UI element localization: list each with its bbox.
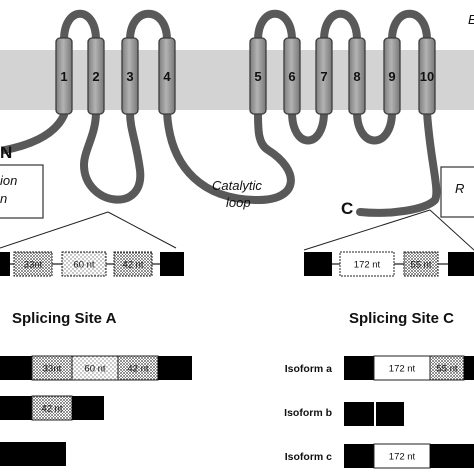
catalytic-label-line2: loop [226, 195, 251, 210]
isoform-b-label: Isoform b [284, 407, 332, 419]
n-terminal-tail [1, 111, 68, 154]
catalytic-loop [163, 108, 295, 205]
helix-6 [283, 37, 301, 115]
helix-7 [315, 37, 333, 115]
helix-label-8: 8 [353, 69, 360, 84]
site-c-exon-55: 55 nt [410, 260, 431, 271]
site-a-isoform-1: 33nt 60 nt 42 nt [0, 355, 192, 381]
left-box-line2: n [0, 191, 7, 206]
helix-10 [418, 37, 436, 115]
site-a-iso1-exon-42: 42 nt [127, 364, 148, 375]
site-a-exon-33: 33nt [24, 260, 43, 271]
site-a-heading: Splicing Site A [12, 310, 117, 327]
c-terminus-label: C [341, 199, 353, 218]
helix-5 [249, 37, 267, 115]
loop-9-10 [388, 9, 431, 44]
site-a-iso1-exon-60: 60 nt [84, 364, 105, 375]
right-region-box [440, 166, 474, 218]
isoform-a-exon-55: 55 nt [436, 364, 457, 375]
site-c-heading: Splicing Site C [349, 310, 454, 327]
helix-label-10: 10 [420, 69, 434, 84]
right-box-line1: R [455, 181, 464, 196]
helix-3 [121, 37, 139, 115]
helix-label-2: 2 [92, 69, 99, 84]
loop-5-6 [254, 9, 296, 44]
site-a-isoform-3 [0, 442, 66, 466]
isoform-c-label: Isoform c [285, 451, 332, 463]
catalytic-label-line1: Catalytic [212, 178, 262, 193]
transmembrane-helices: 1 2 3 4 5 6 7 8 9 10 [55, 37, 436, 115]
loop-2-3 [79, 108, 145, 204]
loop-7-8 [320, 9, 361, 44]
site-c-gene: 172 nt 55 nt [304, 251, 474, 277]
site-a-iso1-exon-33: 33nt [43, 364, 62, 375]
left-box-line1: ion [0, 173, 17, 188]
site-a-gene: 33nt 60 nt 42 nt [0, 251, 184, 277]
helix-8 [348, 37, 366, 115]
site-a-iso2-exon-42: 42 nt [41, 404, 62, 415]
helix-4 [158, 37, 176, 115]
loop-3-4 [126, 9, 171, 44]
loop-1-2 [60, 9, 100, 44]
isoform-a-exon-172: 172 nt [389, 364, 416, 375]
n-terminus-label: N [0, 143, 12, 162]
loop-6-7 [288, 108, 328, 145]
helix-label-9: 9 [388, 69, 395, 84]
site-c-isoform-b [344, 402, 404, 426]
isoform-c-exon-172: 172 nt [389, 452, 416, 463]
site-a-isoform-2: 42 nt [0, 395, 104, 421]
helix-label-3: 3 [126, 69, 133, 84]
helix-label-4: 4 [163, 69, 171, 84]
site-a-exon-42: 42 nt [122, 260, 143, 271]
extracellular-label: E [468, 12, 474, 27]
c-terminal-tail [356, 108, 441, 217]
loop-8-9 [353, 108, 396, 145]
helix-1 [55, 37, 73, 115]
site-c-exon-172: 172 nt [354, 260, 381, 271]
helix-label-7: 7 [320, 69, 327, 84]
site-c-isoform-c: 172 nt [344, 443, 474, 469]
isoform-a-label: Isoform a [285, 363, 332, 375]
left-region-box [0, 164, 44, 219]
protein-chain [1, 9, 441, 217]
helix-9 [383, 37, 401, 115]
helix-2 [87, 37, 105, 115]
site-a-exon-60: 60 nt [73, 260, 94, 271]
zoom-lines [0, 209, 474, 251]
helix-label-5: 5 [254, 69, 261, 84]
helix-label-6: 6 [288, 69, 295, 84]
site-c-isoform-a: 172 nt 55 nt [344, 355, 474, 381]
helix-label-1: 1 [60, 69, 67, 84]
